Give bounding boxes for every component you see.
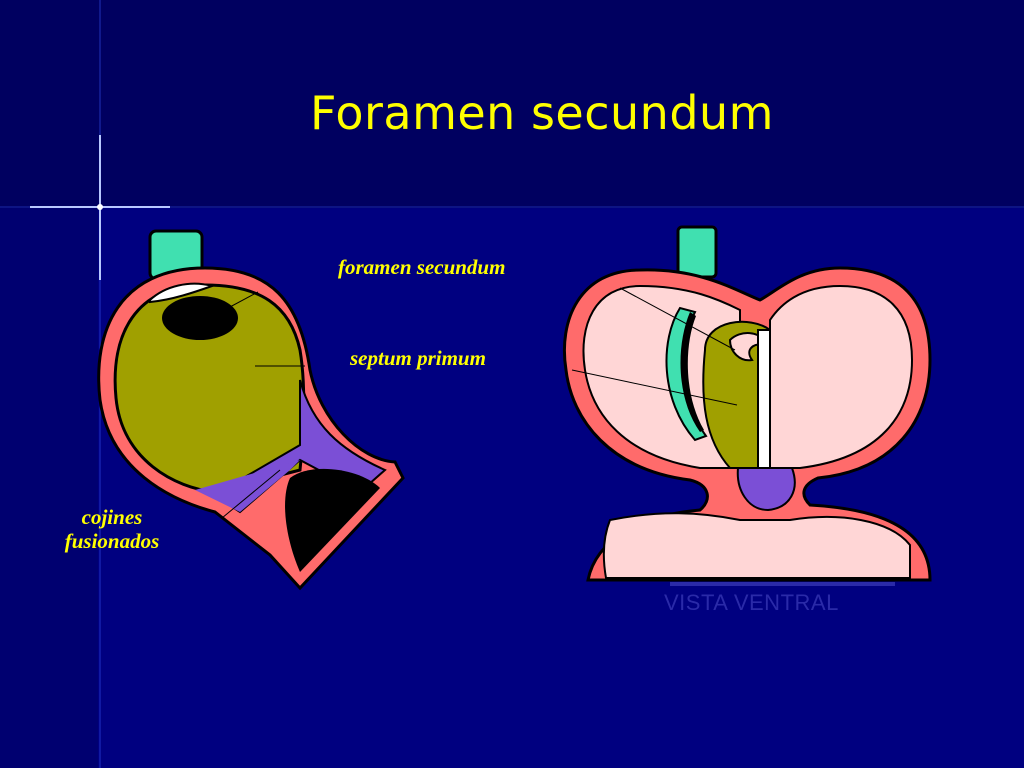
right-atrium-chamber [769, 284, 914, 469]
view-caption: VISTA VENTRAL [664, 590, 839, 615]
label-cojines-line2: fusionados [64, 529, 160, 553]
right-vessel [676, 225, 718, 279]
slide-title: Foramen secundum [310, 86, 774, 140]
label-cojines-line1: cojines [81, 505, 143, 529]
ventricle-chamber [602, 512, 911, 579]
background-band-top [0, 0, 1024, 208]
background-band-left [0, 208, 98, 768]
foramen-secundum-left [162, 296, 238, 340]
label-foramen-secundum: foramen secundum [338, 255, 506, 279]
ventricle-opening-left [285, 468, 380, 572]
heart-ventral-view [562, 225, 932, 586]
label-septum-primum: septum primum [350, 346, 486, 370]
label-cojines-fusionados: cojines fusionados [48, 505, 176, 553]
cushion-right [736, 467, 796, 512]
heart-lateral-view [97, 229, 405, 591]
